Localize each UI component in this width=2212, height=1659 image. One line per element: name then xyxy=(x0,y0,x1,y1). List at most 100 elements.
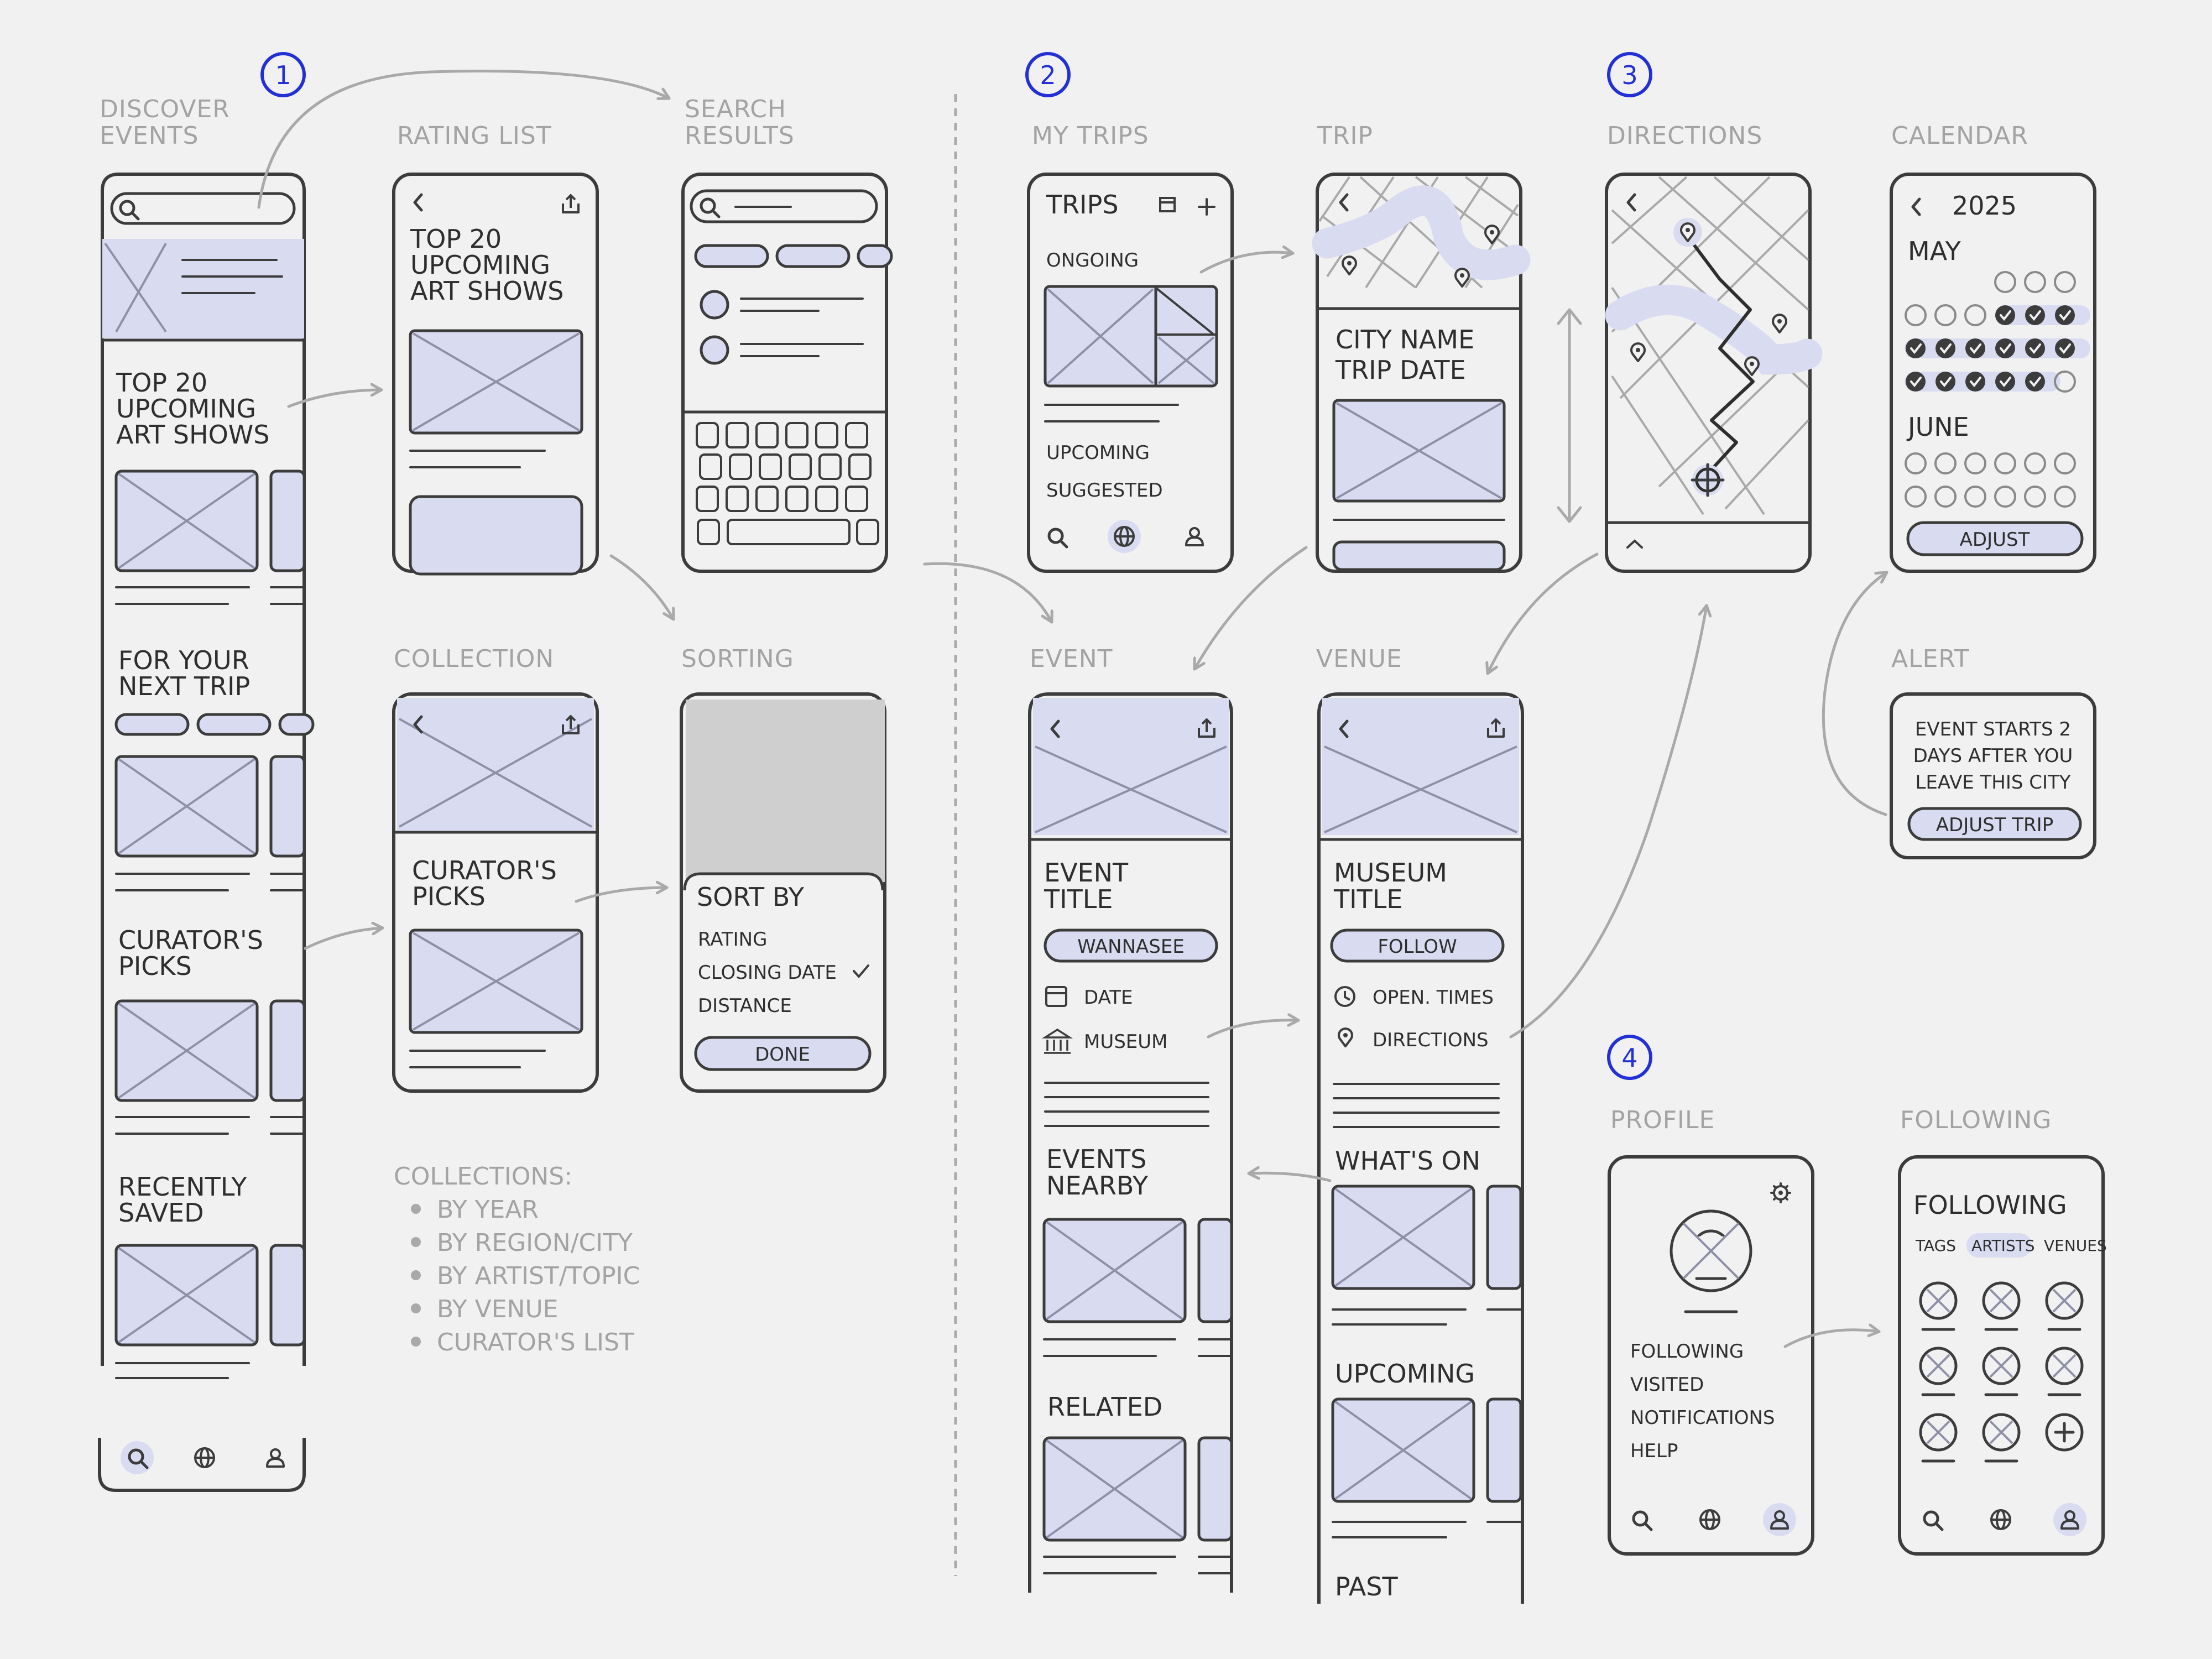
result-thumb[interactable] xyxy=(700,335,729,365)
chevron-up-icon[interactable] xyxy=(1626,539,1643,549)
calendar-icon[interactable] xyxy=(1159,197,1176,212)
event-venue-link[interactable]: MUSEUM xyxy=(1084,1031,1168,1053)
venue-title: TITLE xyxy=(1333,884,1402,914)
tab-tags[interactable]: TAGS xyxy=(1915,1237,1956,1255)
followed-artist-avatar[interactable] xyxy=(2045,1347,2084,1385)
event-card-image[interactable] xyxy=(1197,1436,1233,1542)
rating-list-title: UPCOMING xyxy=(410,250,550,280)
plus-icon[interactable] xyxy=(1198,198,1215,216)
keyboard-key[interactable] xyxy=(726,486,749,512)
done-button[interactable]: DONE xyxy=(694,1036,872,1071)
keyboard-key[interactable] xyxy=(789,453,812,480)
keyboard-key[interactable] xyxy=(696,486,719,512)
keyboard-spacebar[interactable] xyxy=(727,519,851,545)
keyboard-key[interactable] xyxy=(856,519,879,545)
tab-artists[interactable]: ARTISTS xyxy=(1971,1237,2035,1255)
check-icon[interactable] xyxy=(1934,337,1957,359)
event-card-image[interactable] xyxy=(269,1244,306,1347)
follow-button[interactable]: FOLLOW xyxy=(1330,928,1505,963)
profile-menu-item[interactable]: NOTIFICATIONS xyxy=(1630,1407,1775,1429)
filter-chip[interactable] xyxy=(694,244,769,268)
profile-menu-item[interactable]: VISITED xyxy=(1630,1374,1704,1396)
check-icon[interactable] xyxy=(1934,371,1957,393)
sorting-screen: SORT BY RATING CLOSING DATE DISTANCE DON… xyxy=(680,692,886,1093)
keyboard-key[interactable] xyxy=(785,486,808,512)
profile-menu-item[interactable]: FOLLOWING xyxy=(1630,1340,1744,1363)
event-card-image[interactable] xyxy=(269,755,306,858)
keyboard-key[interactable] xyxy=(699,453,722,480)
tag-chip[interactable] xyxy=(278,713,315,736)
tab-venues[interactable]: VENUES xyxy=(2044,1237,2107,1255)
filter-chip[interactable] xyxy=(857,244,893,268)
check-icon[interactable] xyxy=(1994,304,2016,326)
check-icon[interactable] xyxy=(2024,371,2046,393)
event-card-image[interactable] xyxy=(1486,1397,1522,1503)
keyboard-key[interactable] xyxy=(845,422,868,448)
result-thumb[interactable] xyxy=(700,290,729,320)
profile-menu-item[interactable]: HELP xyxy=(1630,1440,1678,1462)
hero-banner[interactable] xyxy=(102,239,304,338)
followed-artist-avatar[interactable] xyxy=(1919,1347,1958,1385)
event-card-image[interactable] xyxy=(1486,1185,1522,1290)
followed-artist-avatar[interactable] xyxy=(1982,1413,2021,1452)
keyboard-key[interactable] xyxy=(815,486,838,512)
check-icon[interactable] xyxy=(2054,304,2076,326)
discover-section-title: ART SHOWS xyxy=(116,420,269,450)
followed-artist-avatar[interactable] xyxy=(1919,1413,1958,1452)
keyboard-key[interactable] xyxy=(696,422,719,448)
keyboard-key[interactable] xyxy=(845,486,868,512)
check-icon[interactable] xyxy=(2054,337,2076,359)
check-icon[interactable] xyxy=(2024,337,2046,359)
check-icon[interactable] xyxy=(1994,337,2016,359)
tag-chip[interactable] xyxy=(114,713,190,736)
sort-option[interactable]: CLOSING DATE xyxy=(698,962,837,984)
keyboard-key[interactable] xyxy=(785,422,808,448)
venue-directions-link[interactable]: DIRECTIONS xyxy=(1373,1029,1489,1051)
check-icon[interactable] xyxy=(1964,371,1986,393)
keyboard-key[interactable] xyxy=(815,422,838,448)
trip-bottom-card[interactable] xyxy=(1332,540,1506,571)
add-follow-button[interactable] xyxy=(2045,1413,2084,1452)
keyboard-key[interactable] xyxy=(726,422,749,448)
followed-artist-avatar[interactable] xyxy=(1982,1281,2021,1320)
followed-artist-avatar[interactable] xyxy=(1919,1281,1958,1320)
check-icon[interactable] xyxy=(1994,371,2016,393)
keyboard-key[interactable] xyxy=(755,422,779,448)
wannasee-button[interactable]: WANNASEE xyxy=(1044,928,1218,963)
followed-artist-avatar[interactable] xyxy=(1982,1347,2021,1385)
sort-option[interactable]: DISTANCE xyxy=(698,995,792,1017)
may-day-grid[interactable] xyxy=(1905,271,2090,393)
check-icon[interactable] xyxy=(1905,337,1927,359)
event-card-image[interactable] xyxy=(409,495,583,576)
trip-map[interactable] xyxy=(1312,176,1531,289)
keyboard[interactable] xyxy=(696,422,879,545)
check-icon[interactable] xyxy=(2024,304,2046,326)
followed-artists-grid[interactable] xyxy=(1919,1281,2084,1463)
directions-map[interactable] xyxy=(1605,176,1823,515)
gear-icon[interactable] xyxy=(1770,1182,1791,1203)
keyboard-key[interactable] xyxy=(755,486,779,512)
adjust-trip-button[interactable]: ADJUST TRIP xyxy=(1907,807,2082,841)
followed-artist-avatar[interactable] xyxy=(2045,1281,2084,1320)
calendar-month: JUNE xyxy=(1906,412,1969,442)
check-icon[interactable] xyxy=(1964,337,1986,359)
filter-chip[interactable] xyxy=(775,244,851,268)
keyboard-key[interactable] xyxy=(729,453,752,480)
keyboard-key[interactable] xyxy=(697,519,720,545)
event-card-image[interactable] xyxy=(269,999,306,1102)
search-input[interactable] xyxy=(110,192,296,225)
search-input[interactable] xyxy=(690,189,878,223)
discover-section-title: RECENTLY xyxy=(118,1172,247,1202)
check-icon[interactable] xyxy=(1905,371,1927,393)
my-trips-screen: TRIPS ONGOING UPCOMING SUGGESTED xyxy=(1027,173,1234,573)
sort-option[interactable]: RATING xyxy=(698,928,767,951)
event-card-image[interactable] xyxy=(1197,1218,1233,1323)
crosshair-icon[interactable] xyxy=(1691,463,1725,497)
keyboard-key[interactable] xyxy=(759,453,782,480)
tag-chip[interactable] xyxy=(196,713,272,736)
adjust-button[interactable]: ADJUST xyxy=(1906,521,2084,556)
trip-card-image[interactable] xyxy=(1044,285,1218,388)
event-card-image[interactable] xyxy=(269,469,306,572)
keyboard-key[interactable] xyxy=(818,453,842,480)
keyboard-key[interactable] xyxy=(848,453,872,480)
